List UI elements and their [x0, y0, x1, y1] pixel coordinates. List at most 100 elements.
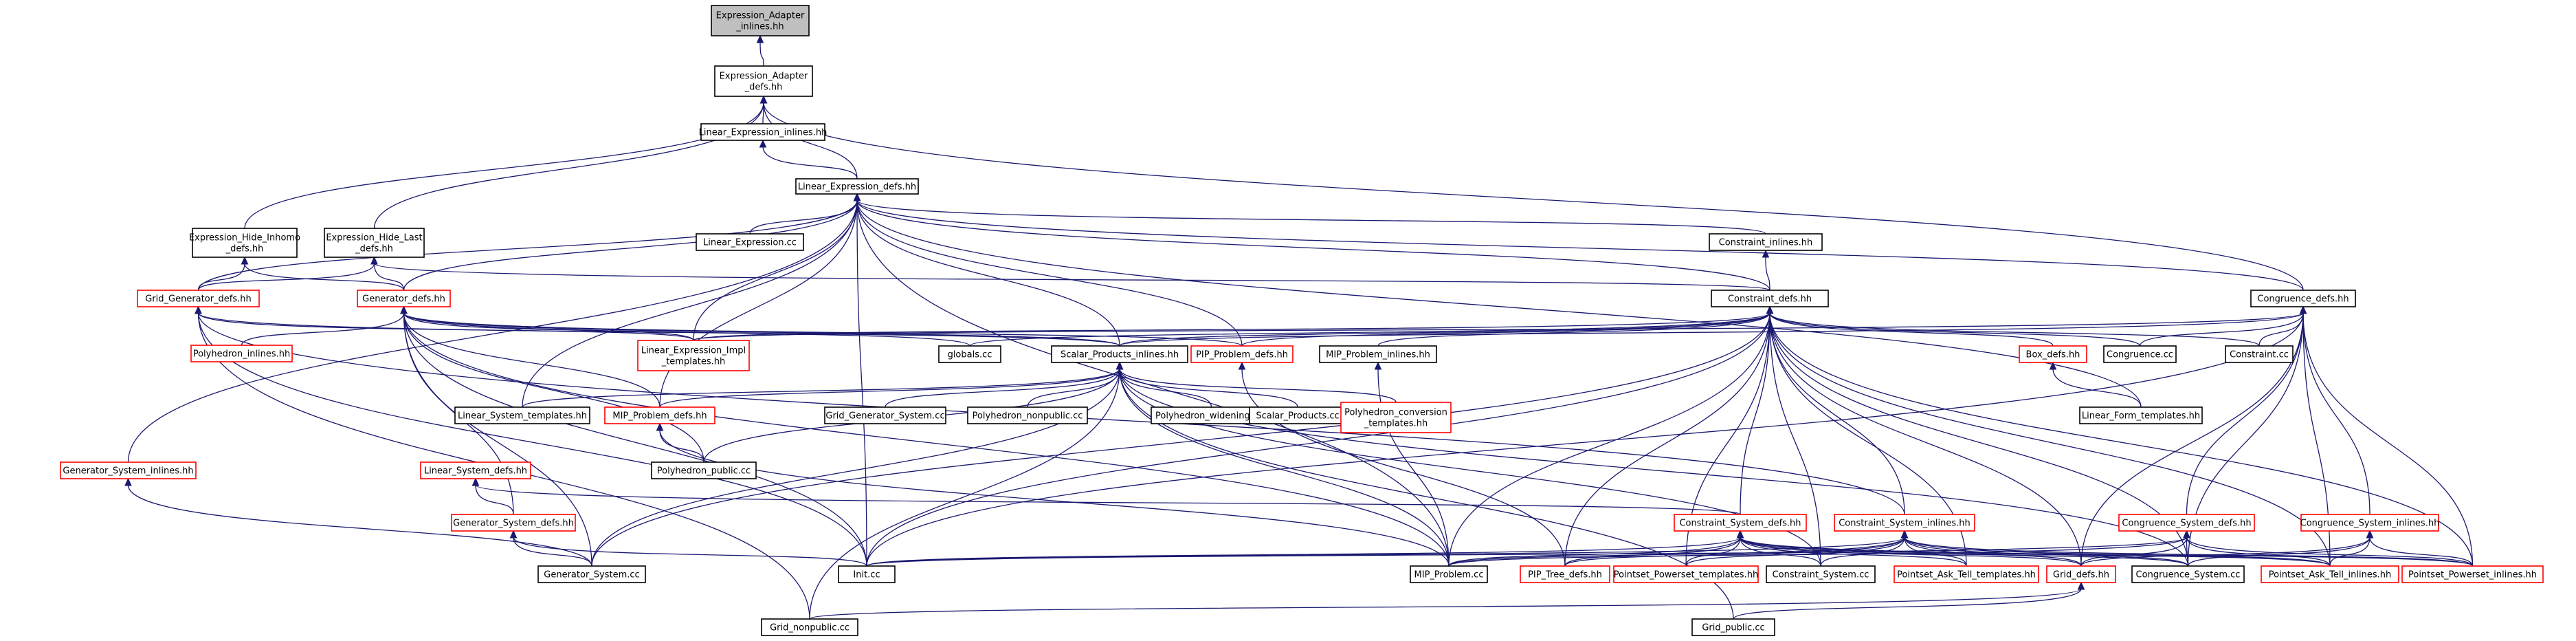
edge-line [244, 102, 764, 229]
node-ggs_cc[interactable]: Grid_Generator_System.cc [824, 406, 946, 424]
edge-line [2052, 368, 2142, 408]
node-box [604, 406, 715, 424]
edge-gs_defs-to-ls_defs [471, 477, 514, 515]
edge-line [1448, 536, 2188, 567]
edge-arrowhead [759, 139, 767, 148]
node-ehi_defs[interactable]: Expression_Hide_Inhomo_defs.hh [189, 228, 300, 258]
edge-arrowhead [759, 95, 768, 104]
node-poly_conv[interactable]: Polyhedron_conversion_templates.hh [1340, 402, 1452, 433]
node-congs_cc[interactable]: Congruence_System.cc [2131, 565, 2245, 583]
node-poly_pub[interactable]: Polyhedron_public.cc [651, 461, 757, 479]
edge-line [1448, 312, 1770, 567]
edge-line [1769, 312, 1905, 515]
node-ehl_defs[interactable]: Expression_Hide_Last_defs.hh [324, 228, 425, 258]
edge-line [1733, 588, 2082, 620]
edge-mip_cc-to-cs_defs [1448, 530, 1744, 567]
edge-line [749, 199, 858, 235]
edge-line [197, 199, 858, 291]
node-sp_inl[interactable]: Scalar_Products_inlines.hh [1051, 345, 1188, 363]
node-pip_tree[interactable]: PIP_Tree_defs.hh [1520, 565, 1610, 583]
node-box [1709, 233, 1823, 251]
node-label: Linear_Expression_inlines.hh [699, 128, 828, 138]
edge-arrowhead [656, 422, 664, 431]
node-label: Expression_Adapter [720, 72, 808, 82]
edge-arrowhead [509, 530, 518, 539]
node-con_defs[interactable]: Constraint_defs.hh [1711, 290, 1829, 307]
edge-line [403, 312, 1243, 347]
node-mip_inl[interactable]: MIP_Problem_inlines.hh [1319, 345, 1437, 363]
node-box [1249, 406, 1346, 424]
node-box [838, 565, 896, 583]
node-init_cc[interactable]: Init.cc [838, 565, 896, 583]
node-pip_defs[interactable]: PIP_Problem_defs.hh [1190, 345, 1293, 363]
node-sp_cc[interactable]: Scalar_Products.cc [1249, 406, 1346, 424]
edge-line [2186, 536, 2189, 567]
node-cs_cc[interactable]: Constraint_System.cc [1766, 565, 1876, 583]
node-grid_np[interactable]: Grid_nonpublic.cc [761, 618, 858, 636]
edge-line [856, 199, 2304, 291]
node-pp_inl[interactable]: Pointset_Powerset_inlines.hh [2401, 565, 2544, 583]
node-ls_tpl[interactable]: Linear_System_templates.hh [454, 406, 590, 424]
node-lf_tpl[interactable]: Linear_Form_templates.hh [2079, 406, 2203, 424]
node-con_cc[interactable]: Constraint.cc [2225, 345, 2294, 363]
node-pat_inl[interactable]: Pointset_Ask_Tell_inlines.hh [2261, 565, 2399, 583]
node-label: MIP_Problem_defs.hh [612, 411, 707, 422]
edge-arrowhead [400, 305, 408, 314]
edge-pp_inl-to-cs_inl [1900, 530, 2474, 567]
node-label: _defs.hh [355, 244, 393, 254]
node-le_inl[interactable]: Linear_Expression_inlines.hh [699, 123, 828, 141]
edge-mip_cc-to-sp_inl [1115, 361, 1450, 567]
node-box [1410, 565, 1488, 583]
node-ls_defs[interactable]: Linear_System_defs.hh [420, 461, 531, 479]
node-gs_defs[interactable]: Generator_System_defs.hh [451, 514, 576, 532]
node-pp_tpl[interactable]: Pointset_Powerset_templates.hh [1613, 565, 1759, 583]
node-label: Init.cc [853, 570, 880, 580]
node-label: Generator_System_inlines.hh [63, 466, 193, 477]
node-cs_inl[interactable]: Constraint_System_inlines.hh [1834, 514, 1975, 532]
node-box [761, 618, 858, 636]
node-ea_defs[interactable]: Expression_Adapter_defs.hh [714, 65, 813, 97]
node-box_defs[interactable]: Box_defs.hh [2019, 345, 2087, 363]
edge-line [1769, 312, 2054, 347]
edge-line [2080, 536, 2370, 567]
node-poly_np[interactable]: Polyhedron_nonpublic.cc [967, 406, 1088, 424]
node-box [795, 178, 919, 195]
node-le_defs[interactable]: Linear_Expression_defs.hh [795, 178, 919, 195]
edge-cong_defs-to-ea_defs [759, 95, 2304, 291]
node-cs_defs[interactable]: Constraint_System_defs.hh [1674, 514, 1807, 532]
node-cong_defs[interactable]: Congruence_defs.hh [2250, 290, 2356, 307]
node-box [700, 123, 825, 141]
node-con_inl[interactable]: Constraint_inlines.hh [1709, 233, 1823, 251]
node-le_impl[interactable]: Linear_Expression_Impl_templates.hh [637, 340, 750, 371]
node-box [192, 228, 298, 258]
node-cong_cc[interactable]: Congruence.cc [2103, 345, 2177, 363]
node-poly_inl[interactable]: Polyhedron_inlines.hh [190, 345, 293, 362]
node-box [537, 565, 646, 583]
edge-congs_cc-to-sp_inl [1115, 361, 2189, 567]
node-congs_inl[interactable]: Congruence_System_inlines.hh [2300, 514, 2440, 532]
edge-line [659, 429, 704, 463]
node-le_cc[interactable]: Linear_Expression.cc [696, 233, 804, 251]
edge-line [127, 484, 592, 567]
edge-line [1119, 368, 1821, 567]
node-congs_defs[interactable]: Congruence_System_defs.hh [2118, 514, 2255, 532]
node-label: Scalar_Products_inlines.hh [1061, 350, 1179, 360]
edge-line [866, 536, 2188, 567]
node-gs_cc[interactable]: Generator_System.cc [537, 565, 646, 583]
edge-arrowhead [1736, 530, 1744, 539]
node-gen_defs[interactable]: Generator_defs.hh [357, 290, 451, 307]
node-gs_inl[interactable]: Generator_System_inlines.hh [60, 461, 197, 479]
node-globals[interactable]: globals.cc [938, 345, 1001, 363]
node-label: Polyhedron_widenings.cc [1155, 411, 1267, 422]
edge-cs_defs-to-con_defs [1740, 305, 1774, 515]
node-mip_cc[interactable]: MIP_Problem.cc [1410, 565, 1488, 583]
node-pat_tpl[interactable]: Pointset_Ask_Tell_templates.hh [1894, 565, 2039, 583]
node-grid_pub[interactable]: Grid_public.cc [1691, 618, 1775, 636]
node-label: Polyhedron_public.cc [657, 466, 751, 477]
node-grid_defs[interactable]: Grid_defs.hh [2046, 565, 2116, 583]
node-box [938, 345, 1001, 363]
edge-line [1769, 312, 2331, 567]
node-gg_defs[interactable]: Grid_Generator_defs.hh [137, 290, 260, 307]
node-mip_defs[interactable]: MIP_Problem_defs.hh [604, 406, 715, 424]
edge-con_inl-to-le_defs [853, 193, 1766, 235]
